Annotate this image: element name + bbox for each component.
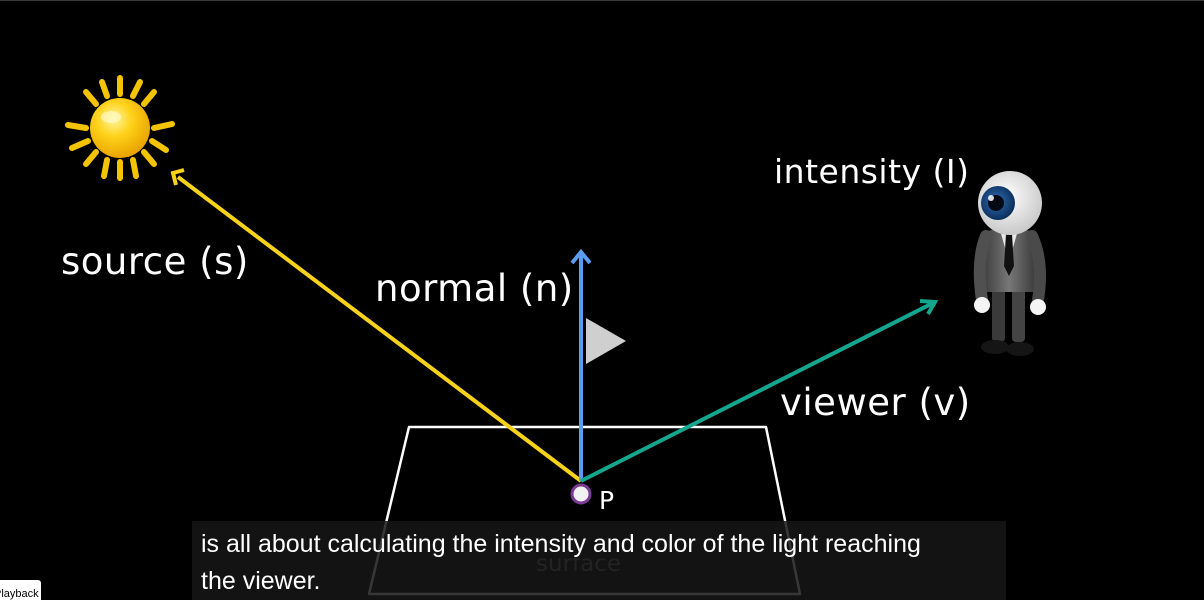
source-ray — [170, 168, 583, 483]
caption-line-2: the viewer. — [201, 567, 321, 595]
frame-border — [0, 0, 1204, 1]
eyeball-person-icon — [973, 171, 1046, 356]
playback-rate-button[interactable]: Playback rate — [0, 580, 41, 600]
subtitle-caption: is all about calculating the intensity a… — [192, 521, 1006, 600]
normal-label: normal (n) — [375, 267, 574, 310]
play-icon — [586, 318, 626, 364]
source-label: source (s) — [61, 240, 249, 283]
viewer-ray — [580, 299, 939, 483]
intensity-label: intensity (I) — [774, 152, 970, 191]
point-p-marker — [570, 483, 592, 505]
viewer-label: viewer (v) — [780, 381, 971, 424]
caption-line-1: is all about calculating the intensity a… — [201, 530, 921, 558]
sun-icon — [65, 75, 175, 181]
normal-ray — [570, 248, 592, 481]
point-label: P — [599, 486, 615, 515]
